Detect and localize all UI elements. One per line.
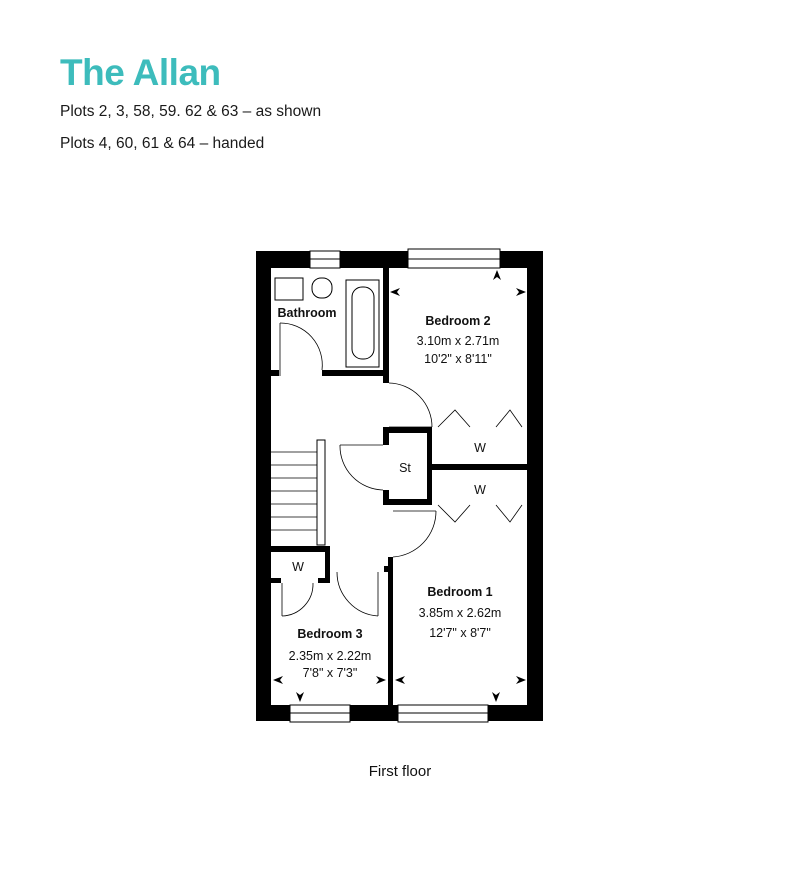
bedroom1-label: Bedroom 1 xyxy=(427,585,492,599)
dimension-arrows xyxy=(273,270,526,702)
store-label: St xyxy=(399,461,411,475)
bathroom-label: Bathroom xyxy=(277,306,336,320)
fixtures xyxy=(271,277,380,546)
bedroom2-imperial: 10'2" x 8'11" xyxy=(424,352,492,366)
wardrobe-lower-label: W xyxy=(474,483,486,497)
plots-as-shown: Plots 2, 3, 58, 59. 62 & 63 – as shown xyxy=(60,103,322,120)
windows xyxy=(289,248,501,723)
house-title: The Allan xyxy=(60,52,221,93)
floor-caption: First floor xyxy=(0,763,800,780)
bedroom1-metric: 3.85m x 2.62m xyxy=(419,606,502,620)
bedroom3-metric: 2.35m x 2.22m xyxy=(289,649,372,663)
bedroom2-metric: 3.10m x 2.71m xyxy=(417,334,500,348)
bedroom3-imperial: 7'8" x 7'3" xyxy=(303,666,358,680)
bedroom3-label: Bedroom 3 xyxy=(297,627,362,641)
wardrobe-bed3-label: W xyxy=(292,560,304,574)
bedroom2-label: Bedroom 2 xyxy=(425,314,490,328)
plots-handed: Plots 4, 60, 61 & 64 – handed xyxy=(60,135,265,152)
bedroom1-imperial: 12'7" x 8'7" xyxy=(429,626,491,640)
doors xyxy=(279,322,523,617)
floor-caption-text: First floor xyxy=(368,763,432,780)
wardrobe-upper-label: W xyxy=(474,441,486,455)
